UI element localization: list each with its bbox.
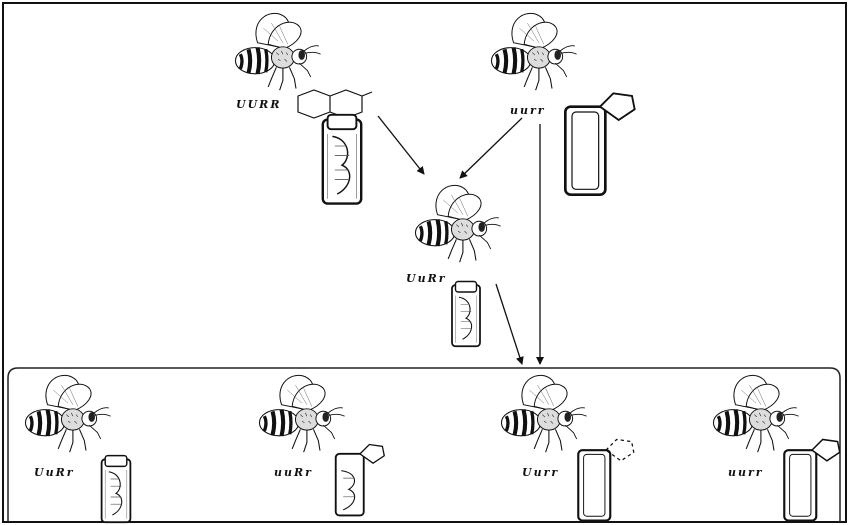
- dashed-cell-icon: [578, 439, 633, 520]
- parent-left-comb: [298, 90, 372, 118]
- bee-icon: [235, 13, 320, 90]
- outer-frame: [3, 3, 846, 522]
- capped-cell-icon: [323, 115, 361, 204]
- capped-cell-icon: [102, 456, 131, 523]
- cross-arrow-left: [378, 116, 424, 174]
- offspring-3-genotype: Uurr: [522, 466, 559, 479]
- bee-icon: [713, 375, 798, 452]
- bee-icon: [25, 375, 110, 452]
- parent-right-genotype: uurr: [510, 104, 546, 117]
- larva-cell-icon: [336, 445, 385, 516]
- empty-cell-icon: [784, 439, 839, 520]
- f1-genotype: UuRr: [406, 272, 447, 285]
- cross-arrow-right: [460, 118, 522, 178]
- bee-icon: [415, 185, 500, 262]
- bee-icon: [491, 13, 576, 90]
- bee-icon: [501, 375, 586, 452]
- empty-cell-icon: [565, 93, 634, 194]
- bee-icon: [259, 375, 344, 452]
- capped-cell-icon: [452, 282, 480, 347]
- offspring-1-genotype: UuRr: [34, 466, 75, 479]
- f1-arrow: [496, 284, 522, 364]
- offspring-bracket: [8, 368, 840, 522]
- offspring-2-genotype: uuRr: [274, 466, 313, 479]
- offspring-4-genotype: uurr: [728, 466, 764, 479]
- parent-left-genotype: UURR: [236, 98, 281, 111]
